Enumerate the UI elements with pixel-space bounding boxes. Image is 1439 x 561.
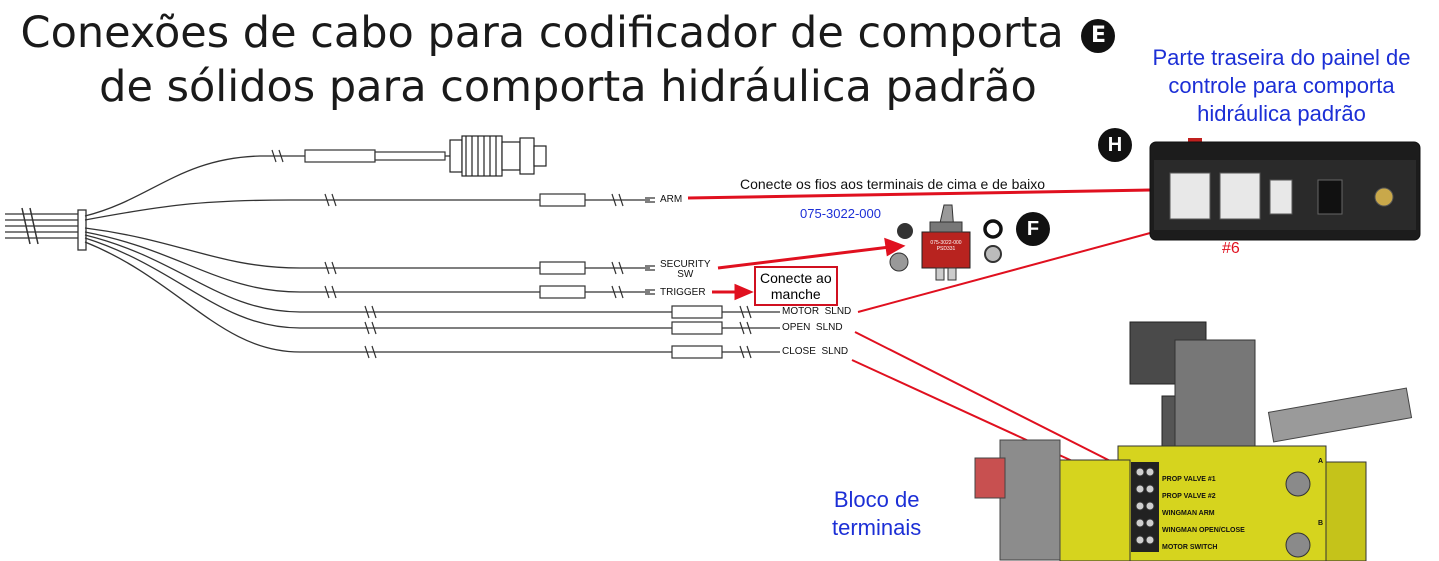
part-number: 075-3022-000 [800,206,881,221]
diagram-title: Conexões de cabo para codificador de com… [8,6,1128,114]
wire-label-close: CLOSE SLND [782,346,849,357]
terminal-block-label-line-2: terminais [832,515,922,540]
connect-box: Conecte ao manche [754,266,838,306]
toggle-switch [889,204,1003,281]
wire-label-security-line-1: SECURITY [660,259,711,270]
connect-box-line-1: Conecte ao [760,270,832,286]
title-line-1: Conexões de cabo para codificador de com… [8,6,1128,60]
connect-note: Conecte os fios aos terminais de cima e … [740,176,1046,192]
terminal-row-1: PROP VALVE #1 [1162,476,1216,483]
terminal-row-3: WINGMAN ARM [1162,510,1215,517]
switch-label: 075-3022-000 PSD331 [926,240,966,252]
control-panel [1149,138,1421,241]
title-line-2: de sólidos para comporta hidráulica padr… [99,62,1037,112]
valve-mark-a: A [1318,458,1324,465]
wire-label-arm: ARM [660,194,683,205]
terminal-number: #6 [1222,240,1240,257]
badge-f: F [1016,212,1050,246]
wire-label-security: SECURITY SW [660,260,711,280]
wire-label-security-line-2: SW [677,269,694,280]
wire-label-open: OPEN SLND [782,322,843,333]
badge-e: E [1081,18,1116,53]
terminal-row-2: PROP VALVE #2 [1162,493,1216,500]
connect-box-line-2: manche [770,286,821,302]
valve-mark-b: B [1318,520,1324,527]
panel-label: Parte traseira do painel de controle par… [1124,44,1439,128]
panel-label-line-2: controle para comporta [1168,73,1395,98]
encoder-connector [449,135,547,177]
terminal-block-label: Bloco de terminais [832,486,921,542]
wire-label-trigger: TRIGGER [660,287,706,298]
switch-label-line-1: 075-3022-000 [930,240,962,246]
wire-sleeves [304,149,723,359]
terminal-row-4: WINGMAN OPEN/CLOSE [1162,527,1245,534]
badge-h: H [1098,128,1132,162]
switch-label-line-2: PSD331 [936,246,956,252]
panel-label-line-1: Parte traseira do painel de [1152,45,1411,70]
hydraulic-valve-block [974,321,1413,561]
break-marks [271,149,752,359]
terminal-block-label-line-1: Bloco de [833,487,920,512]
harness-trunk [5,155,780,353]
terminal-row-5: MOTOR SWITCH [1162,544,1218,551]
wire-label-motor: MOTOR SLND [782,306,852,317]
panel-label-line-3: hidráulica padrão [1197,101,1366,126]
